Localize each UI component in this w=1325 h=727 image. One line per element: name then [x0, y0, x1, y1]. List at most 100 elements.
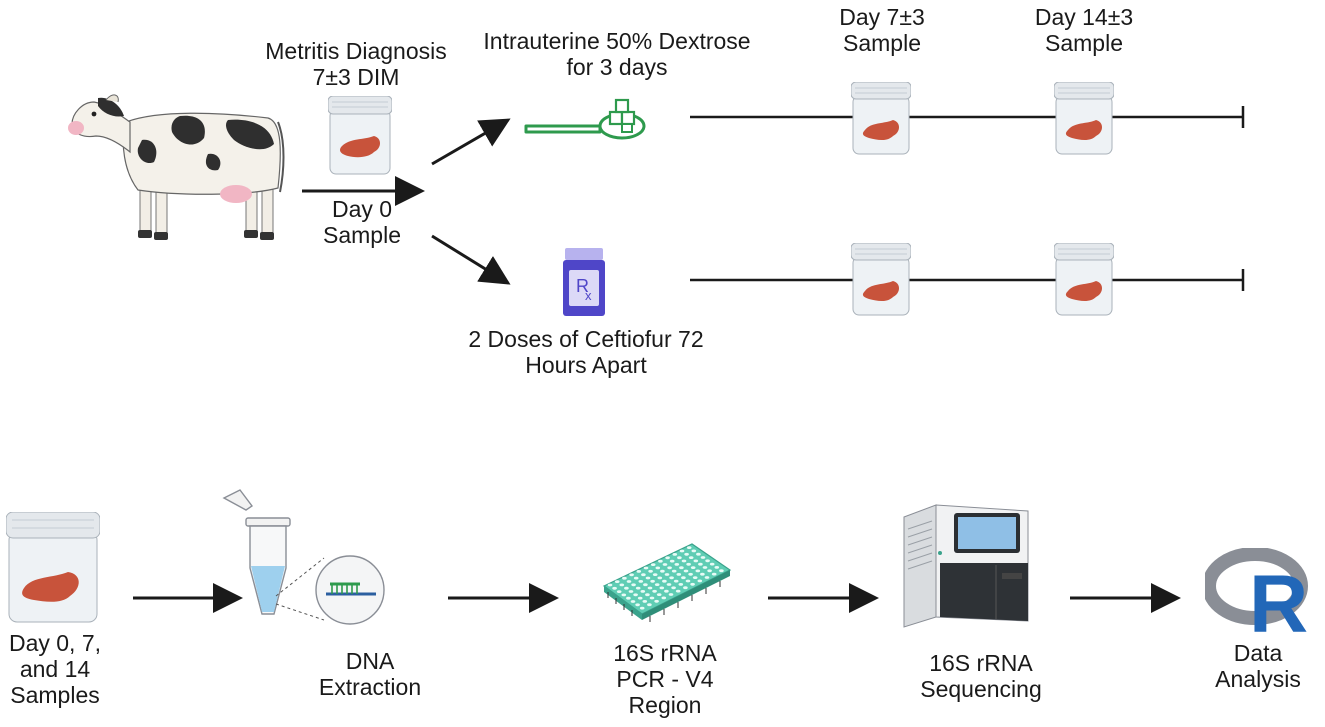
- rx-symbol: R: [576, 276, 589, 296]
- plate-well: [675, 589, 681, 593]
- plate-well: [626, 596, 631, 600]
- plate-well: [629, 573, 634, 577]
- plate-well: [691, 549, 697, 553]
- plate-well: [700, 572, 705, 576]
- plate-well: [688, 556, 694, 559]
- plate-well: [681, 559, 687, 563]
- dna-extraction-icon: [222, 489, 385, 625]
- plate-well: [686, 562, 691, 566]
- plate-well: [667, 566, 672, 570]
- plate-well: [671, 586, 676, 590]
- plate-well: [683, 586, 688, 590]
- plate-well: [695, 569, 701, 573]
- plate-well: [638, 580, 644, 583]
- plate-well: [643, 583, 648, 587]
- plate-well: [705, 559, 710, 563]
- plate-well: [676, 573, 682, 576]
- day7-sample-label: Day 7±3 Sample: [839, 4, 925, 56]
- plate-well: [648, 569, 653, 573]
- rx-bottle-icon: R x: [563, 248, 605, 316]
- dextrose-treatment-label: Intrauterine 50% Dextrose for 3 days: [483, 28, 751, 80]
- plate-well: [671, 569, 677, 573]
- sequencing-label: 16S rRNA Sequencing: [920, 650, 1042, 702]
- plate-well: [684, 552, 689, 556]
- plate-well: [711, 572, 717, 576]
- samples-all-label: Day 0, 7, and 14 Samples: [8, 630, 102, 708]
- plate-well: [697, 579, 703, 583]
- plate-well: [685, 579, 691, 583]
- plate-well: [654, 599, 659, 603]
- plate-well: [690, 582, 695, 586]
- plate-well: [704, 576, 710, 579]
- plate-well: [614, 580, 620, 583]
- dna-extraction-label: DNA Extraction: [318, 648, 422, 700]
- plate-well: [633, 576, 639, 580]
- plate-well: [650, 579, 655, 583]
- plate-well: [642, 600, 648, 603]
- plate-well: [666, 583, 672, 586]
- plate-well: [709, 562, 715, 566]
- plate-well: [652, 573, 658, 576]
- plate-well: [683, 569, 689, 573]
- pcr-v4-label: 16S rRNA PCR - V4 Region: [613, 640, 717, 718]
- plate-well: [633, 593, 638, 597]
- plate-well: [636, 570, 642, 573]
- sample-jar-day7-dextrose-icon: [851, 82, 911, 155]
- plate-well: [696, 552, 701, 556]
- day14-sample-label: Day 14±3 Sample: [1034, 4, 1134, 56]
- plate-well: [719, 569, 724, 573]
- metritis-diagnosis-label: Metritis Diagnosis 7±3 DIM: [265, 38, 447, 90]
- plate-well: [612, 586, 617, 590]
- plate-well: [619, 583, 625, 587]
- plate-well: [686, 546, 692, 549]
- sample-jar-day14-dextrose-icon: [1054, 82, 1114, 155]
- plate-well: [662, 563, 668, 566]
- plate-well: [622, 576, 627, 580]
- data-analysis-label: Data Analysis: [1215, 640, 1301, 692]
- plate-well: [674, 563, 680, 566]
- plate-well: [702, 566, 708, 569]
- plate-well: [679, 549, 685, 553]
- ceftiofur-treatment-label: 2 Doses of Ceftiofur 72 Hours Apart: [468, 326, 704, 378]
- sample-jar-all-icon: [6, 512, 100, 623]
- plate-well: [630, 600, 636, 603]
- sample-jar-day14-ceftiofur-icon: [1054, 243, 1114, 316]
- plate-well: [654, 583, 660, 586]
- arrow-to-ceftiofur: [431, 234, 511, 285]
- sugar-spoon-icon: [524, 98, 646, 140]
- plate-well: [649, 596, 655, 600]
- plate-well: [635, 586, 641, 590]
- pcr-plate-icon: [602, 543, 732, 622]
- plate-well: [655, 566, 661, 570]
- svg-text:x: x: [585, 288, 592, 303]
- plate-well: [647, 603, 652, 607]
- r-logo-letter: R: [1249, 559, 1308, 636]
- day0-sample-label: Day 0 Sample: [323, 196, 401, 248]
- cow-icon: [68, 94, 285, 240]
- plate-well: [659, 586, 665, 590]
- plate-well: [669, 559, 675, 563]
- plate-well: [641, 573, 646, 577]
- plate-well: [647, 586, 653, 590]
- plate-well: [688, 572, 693, 576]
- arrow-to-dextrose: [431, 118, 511, 166]
- sample-jar-day0-icon: [328, 96, 392, 175]
- plate-well: [672, 553, 678, 556]
- plate-well: [639, 606, 645, 610]
- plate-well: [714, 566, 720, 569]
- plate-well: [707, 569, 712, 573]
- plate-well: [668, 593, 674, 596]
- plate-well: [635, 603, 640, 607]
- plate-well: [660, 569, 665, 573]
- plate-well: [607, 583, 613, 587]
- plate-well: [678, 583, 684, 586]
- plate-well: [677, 556, 682, 560]
- plate-well: [652, 589, 657, 593]
- plate-well: [693, 559, 699, 563]
- plate-well: [616, 590, 622, 593]
- plate-well: [669, 576, 674, 580]
- plate-well: [657, 576, 663, 580]
- sample-jar-day7-ceftiofur-icon: [851, 243, 911, 316]
- plate-well: [664, 589, 669, 593]
